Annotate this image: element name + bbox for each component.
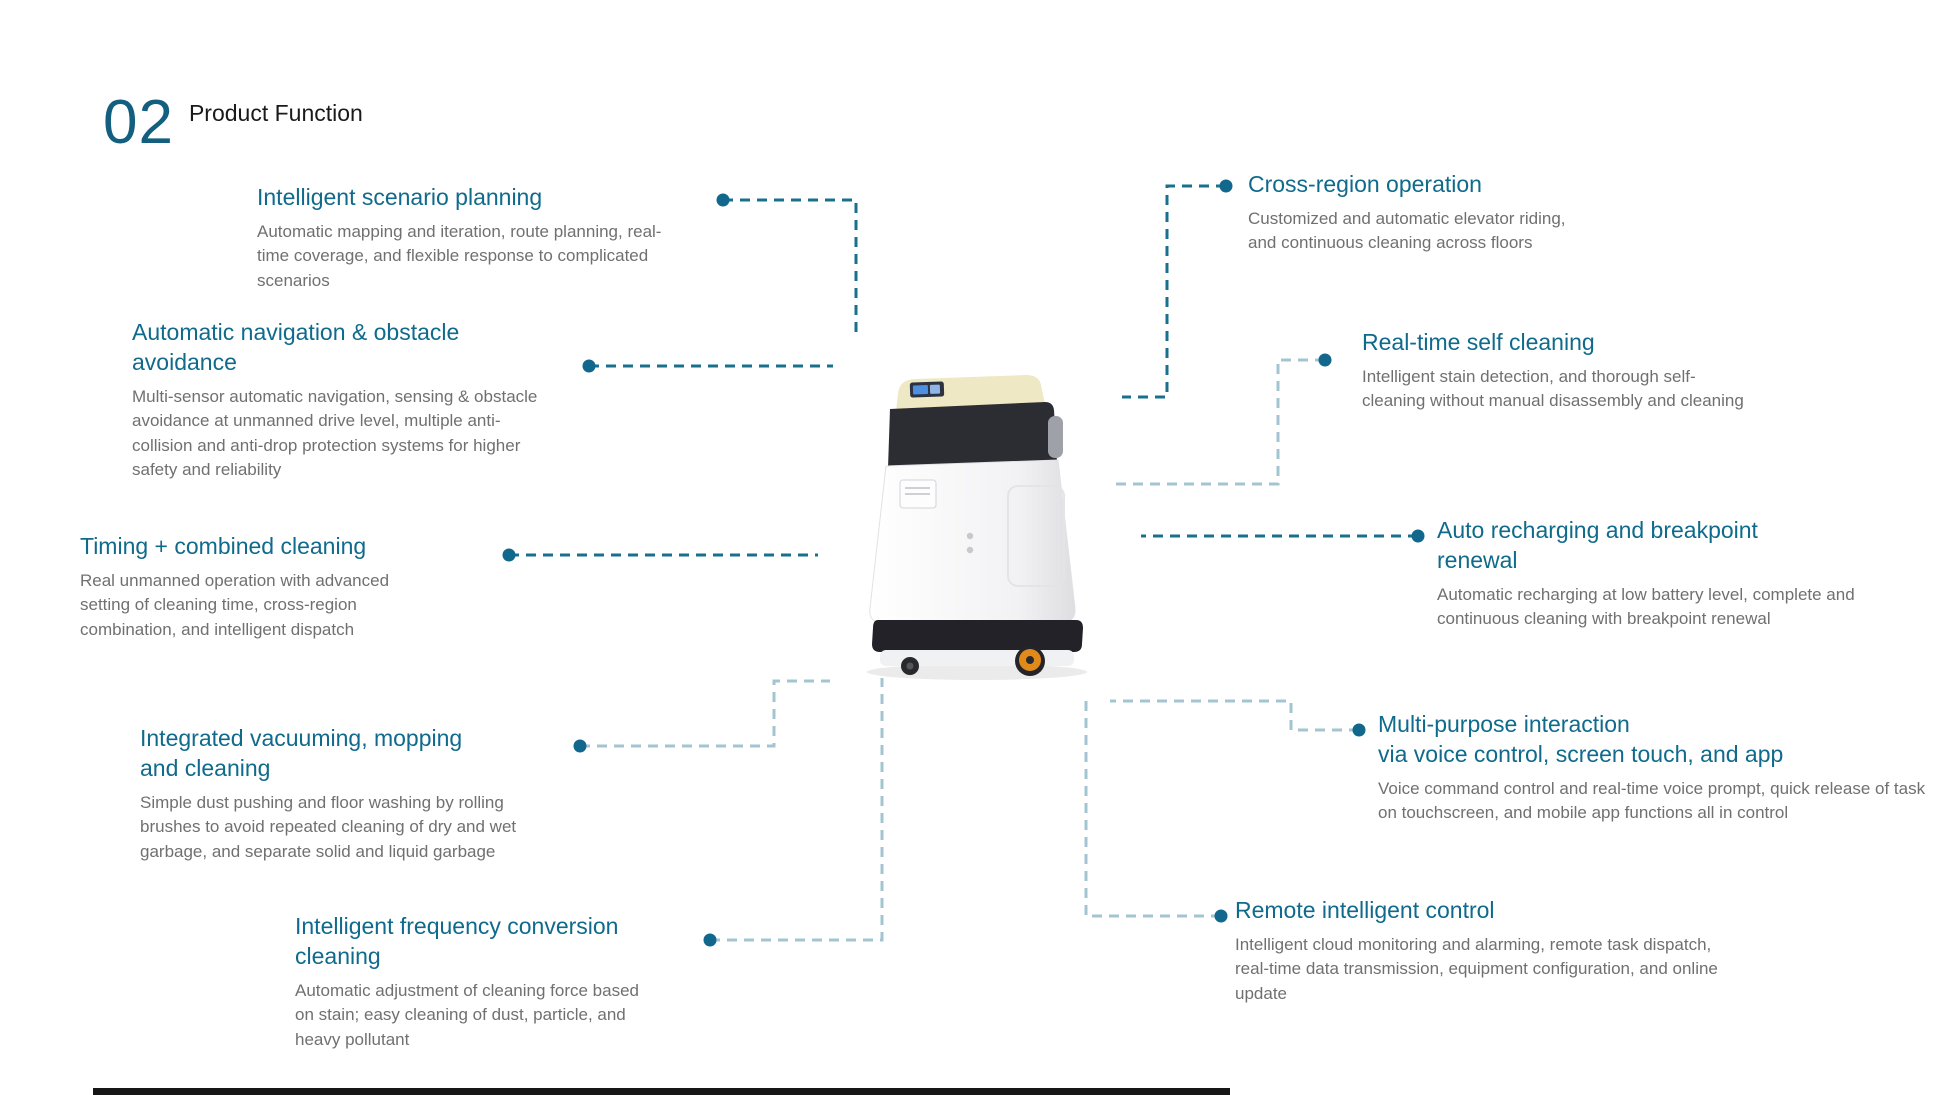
feature-title: Automatic navigation & obstacle avoidanc… — [132, 319, 460, 375]
robot-handle — [1048, 416, 1063, 458]
connector-vacuuming — [580, 679, 830, 748]
connector-dot — [1318, 353, 1332, 367]
feature-auto-recharging: Auto recharging and breakpoint renewal A… — [1437, 516, 1902, 632]
feature-description: Multi-sensor automatic navigation, sensi… — [132, 386, 538, 480]
feature-title: Cross-region operation — [1248, 171, 1482, 197]
robot-wheel-orange — [1015, 646, 1045, 676]
feature-description: Real unmanned operation with advanced se… — [80, 570, 390, 639]
robot-button — [966, 546, 974, 554]
connector-dot — [1411, 529, 1425, 543]
connector-dot — [582, 359, 596, 373]
connector-remote-control — [1084, 701, 1221, 918]
feature-description: Voice command control and real-time voic… — [1378, 778, 1926, 823]
feature-multi-purpose-interaction: Multi-purpose interaction via voice cont… — [1378, 710, 1926, 826]
feature-integrated-vacuuming: Integrated vacuuming, mopping and cleani… — [140, 724, 545, 864]
feature-title: Remote intelligent control — [1235, 897, 1495, 923]
connector-self-cleaning — [1116, 358, 1325, 486]
connector-frequency-cleaning — [710, 678, 884, 942]
feature-title: Intelligent scenario planning — [257, 184, 543, 210]
connector-dot — [1219, 179, 1233, 193]
page-title: Product Function — [188, 100, 363, 126]
robot-button — [966, 532, 974, 540]
robot-shadow — [867, 664, 1087, 680]
feature-title: Auto recharging and breakpoint renewal — [1437, 517, 1758, 573]
robot-tray — [899, 479, 937, 509]
feature-title: Timing + combined cleaning — [80, 533, 367, 559]
feature-cross-region-operation: Cross-region operation Customized and au… — [1248, 170, 1578, 256]
connector-multi-purpose — [1110, 699, 1359, 732]
feature-automatic-navigation: Automatic navigation & obstacle avoidanc… — [132, 318, 547, 483]
feature-description: Intelligent stain detection, and thoroug… — [1362, 366, 1744, 411]
connector-dot — [1352, 723, 1366, 737]
section-number: 02 — [103, 88, 174, 157]
connector-cross-region — [1122, 184, 1226, 399]
feature-description: Intelligent cloud monitoring and alarmin… — [1235, 934, 1718, 1003]
robot-touchscreen — [909, 381, 945, 398]
robot-base — [872, 620, 1083, 652]
feature-title: Real-time self cleaning — [1362, 329, 1595, 355]
feature-real-time-self-cleaning: Real-time self cleaning Intelligent stai… — [1362, 328, 1757, 414]
connector-scenario-planning — [723, 198, 858, 336]
connector-dot — [716, 193, 730, 207]
feature-remote-intelligent-control: Remote intelligent control Intelligent c… — [1235, 896, 1740, 1006]
connector-dot — [703, 933, 717, 947]
feature-frequency-conversion-cleaning: Intelligent frequency conversion cleanin… — [295, 912, 655, 1052]
connector-dot — [1214, 909, 1228, 923]
feature-title: Multi-purpose interaction via voice cont… — [1378, 711, 1784, 767]
feature-timing-combined-cleaning: Timing + combined cleaning Real unmanned… — [80, 532, 425, 642]
section-header: 02 Product Function — [103, 92, 363, 154]
feature-title: Integrated vacuuming, mopping and cleani… — [140, 725, 463, 781]
feature-intelligent-scenario-planning: Intelligent scenario planning Automatic … — [257, 183, 687, 293]
robot-wheel-left — [901, 657, 919, 675]
bottom-bar — [93, 1088, 1230, 1095]
feature-description: Automatic recharging at low battery leve… — [1437, 584, 1855, 629]
connector-dot — [502, 548, 516, 562]
connector-dot — [573, 739, 587, 753]
feature-description: Customized and automatic elevator riding… — [1248, 208, 1566, 253]
feature-description: Automatic adjustment of cleaning force b… — [295, 980, 639, 1049]
feature-title: Intelligent frequency conversion cleanin… — [295, 913, 619, 969]
robot-head — [888, 402, 1057, 468]
robot-image — [867, 375, 1087, 680]
feature-description: Simple dust pushing and floor washing by… — [140, 792, 517, 861]
robot-side-panel — [1007, 485, 1065, 587]
feature-description: Automatic mapping and iteration, route p… — [257, 221, 662, 290]
